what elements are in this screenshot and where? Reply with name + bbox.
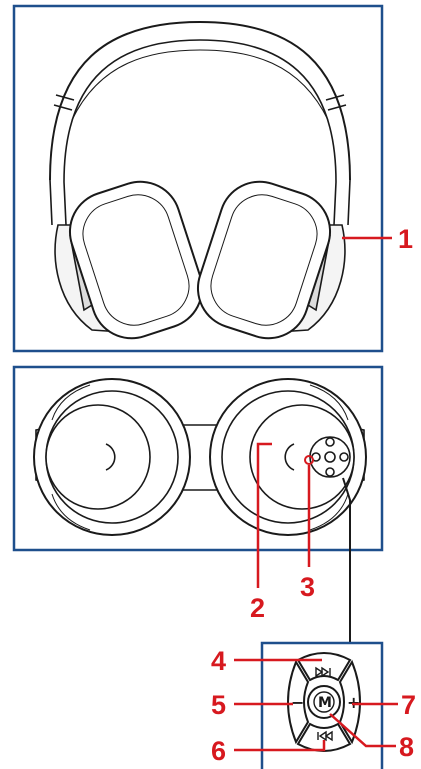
mode-button[interactable] bbox=[307, 685, 341, 719]
plus-label: + bbox=[347, 693, 360, 712]
led-indicator bbox=[304, 455, 314, 465]
callout-label-2: 2 bbox=[250, 593, 265, 623]
plus-button[interactable] bbox=[338, 659, 361, 745]
callout-label-6: 6 bbox=[211, 736, 226, 766]
callout-leader-6 bbox=[234, 740, 326, 752]
minus-label: − bbox=[291, 693, 304, 712]
callout-label-3: 3 bbox=[300, 572, 315, 602]
callout-label-8: 8 bbox=[399, 732, 414, 762]
previous-track-icon bbox=[317, 730, 333, 742]
next-track-icon bbox=[315, 666, 331, 678]
front-view-frame bbox=[12, 4, 384, 353]
next-button[interactable] bbox=[296, 652, 352, 682]
mode-label: M bbox=[318, 695, 332, 711]
minus-button[interactable] bbox=[287, 659, 310, 745]
detail-connector-line bbox=[342, 477, 351, 642]
top-view-frame bbox=[12, 365, 384, 552]
callout-label-5: 5 bbox=[211, 690, 226, 720]
detail-view-frame bbox=[260, 641, 384, 769]
front-view-headphones bbox=[49, 20, 351, 340]
callout-label-7: 7 bbox=[401, 690, 416, 720]
callout-leader-8 bbox=[329, 713, 396, 748]
callout-label-4: 4 bbox=[211, 646, 226, 676]
top-view-headphones bbox=[33, 378, 367, 536]
callout-label-1: 1 bbox=[398, 224, 413, 254]
callout-leader-2 bbox=[256, 442, 272, 588]
mode-inner-ring bbox=[313, 691, 335, 713]
